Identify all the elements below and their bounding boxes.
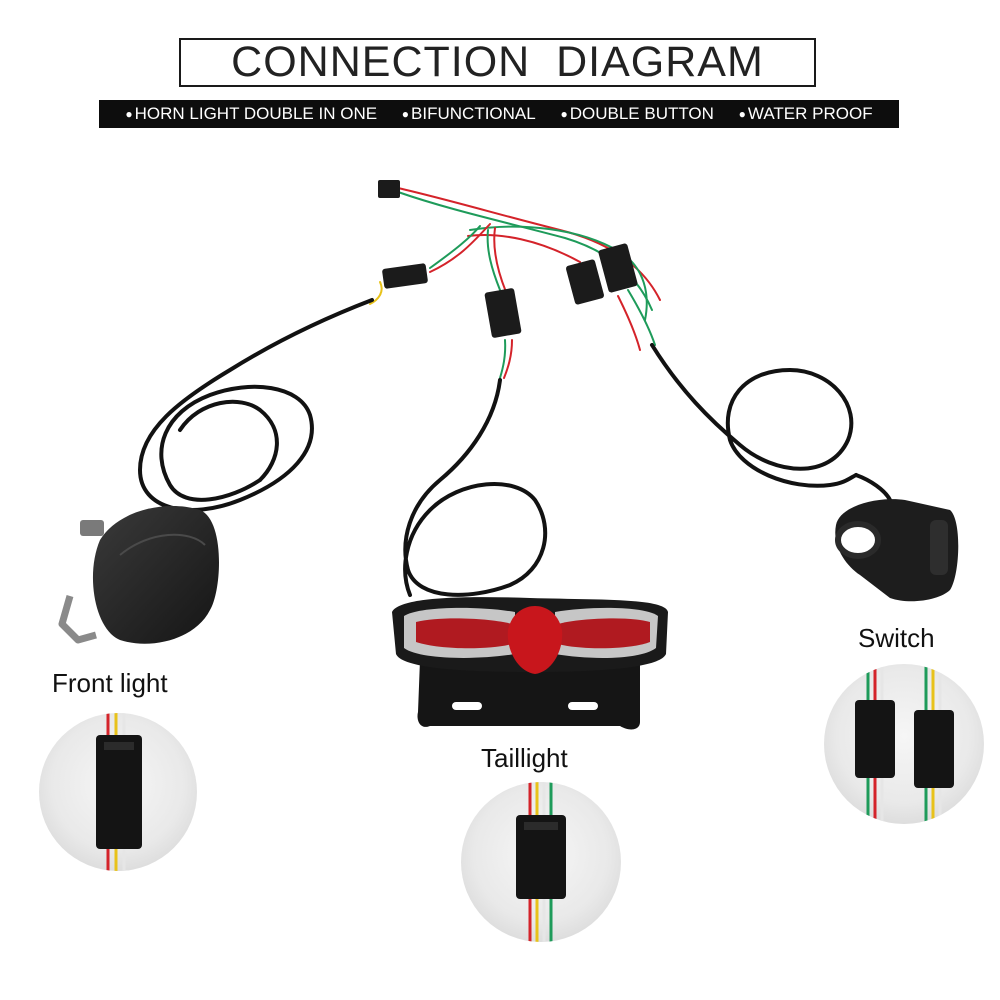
harness-wire-yellow: [369, 281, 383, 305]
connector: [378, 180, 400, 198]
connector: [484, 288, 522, 338]
bullet-icon: ●: [125, 107, 133, 121]
switch-cable: [650, 343, 892, 502]
feature-label: WATER PROOF: [747, 104, 873, 123]
feature-label: DOUBLE BUTTON: [569, 104, 714, 123]
harness-wire-green: [499, 339, 507, 379]
feature-item: ●HORN LIGHT DOUBLE IN ONE: [125, 104, 377, 124]
feature-item: ●DOUBLE BUTTON: [560, 104, 713, 124]
harness-wire-red: [503, 339, 513, 379]
bullet-icon: ●: [560, 107, 568, 121]
harness-wire-green: [429, 225, 481, 269]
harness-wire-red: [467, 234, 581, 263]
switch-unit: [835, 499, 959, 602]
feature-bar: ●HORN LIGHT DOUBLE IN ONE ●BIFUNCTIONAL …: [99, 100, 899, 128]
harness-wire-red: [493, 227, 507, 293]
feature-item: ●BIFUNCTIONAL: [402, 104, 536, 124]
bullet-icon: ●: [401, 107, 410, 121]
taillight-cable: [403, 378, 548, 597]
taillight-detail: [461, 782, 621, 942]
switch-label: Switch: [858, 623, 935, 653]
feature-label: HORN LIGHT DOUBLE IN ONE: [134, 104, 378, 123]
harness-connectors: [378, 180, 638, 338]
harness-wire-green: [627, 289, 656, 346]
connector: [382, 263, 428, 289]
front-light-detail: [39, 713, 197, 871]
switch-detail: [824, 664, 984, 824]
title-box: CONNECTION DIAGRAM: [179, 38, 816, 87]
feature-label: BIFUNCTIONAL: [411, 104, 536, 123]
front-light-lamp: [58, 505, 220, 644]
connector: [566, 259, 604, 305]
harness-wire-red: [429, 223, 491, 273]
connector: [598, 243, 638, 293]
harness-wire-green: [486, 229, 501, 291]
taillight-unit: [392, 597, 668, 730]
feature-item: ●WATER PROOF: [739, 104, 873, 124]
front-light-cable: [137, 298, 374, 512]
diagram-title: CONNECTION DIAGRAM: [231, 38, 764, 86]
harness-wire-red: [617, 295, 641, 351]
bullet-icon: ●: [738, 107, 746, 121]
taillight-label: Taillight: [481, 743, 568, 773]
front-light-label: Front light: [52, 668, 168, 698]
